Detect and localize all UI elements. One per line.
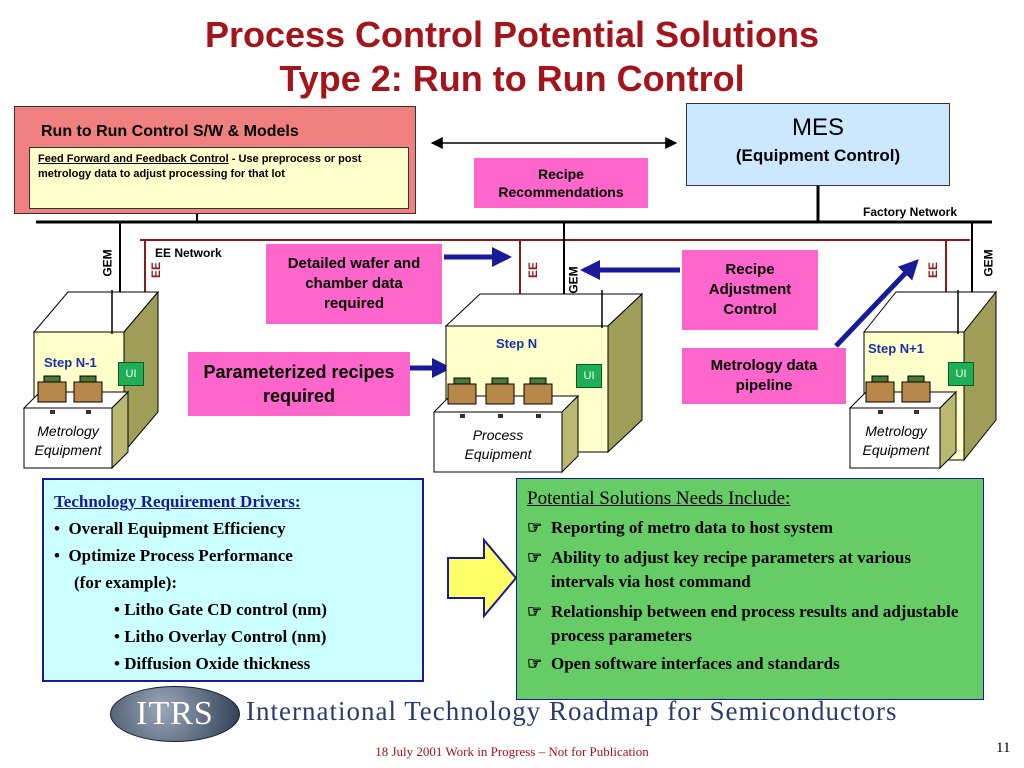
- r2r-heading: Run to Run Control S/W & Models: [41, 123, 299, 140]
- recipe-adjustment-box: Recipe Adjustment Control: [682, 250, 818, 330]
- itrs-logo: ITRS: [110, 686, 240, 742]
- page-number: 11: [996, 740, 1011, 756]
- pointing-hand-icon: ☞: [527, 654, 543, 673]
- step-n-1-equipment: [22, 290, 160, 470]
- ui-box-center: UI: [576, 364, 602, 388]
- ee-network-label: EE Network: [155, 246, 222, 260]
- step-n-plus-1-label: Step N+1: [868, 341, 924, 356]
- pointing-hand-icon: ☞: [527, 548, 543, 567]
- recipe-recommendations-box: Recipe Recommendations: [474, 158, 648, 208]
- footer-note: 18 July 2001 Work in Progress – Not for …: [375, 744, 649, 759]
- solutions-heading: Potential Solutions Needs Include:: [527, 488, 791, 509]
- drivers-panel: Technology Requirement Drivers: • Overal…: [42, 478, 424, 682]
- pointing-hand-icon: ☞: [527, 518, 543, 537]
- drivers-subitem-3: • Diffusion Oxide thickness: [114, 654, 311, 673]
- page-subtitle: Type 2: Run to Run Control: [279, 58, 745, 99]
- ee-label-right: EE: [926, 261, 941, 279]
- solutions-item-1: ☞Reporting of metro data to host system: [527, 516, 973, 540]
- metrology-equipment-label-right: Metrology Equipment: [862, 423, 930, 458]
- drivers-subitem-2: • Litho Overlay Control (nm): [114, 627, 327, 646]
- step-n-1-label: Step N-1: [44, 355, 97, 370]
- drivers-subitem-1: • Litho Gate CD control (nm): [114, 600, 327, 619]
- gem-label-right: GEM: [981, 249, 996, 277]
- process-equipment-label: Process Equipment: [464, 427, 532, 462]
- solutions-item-3: ☞Relationship between end process result…: [527, 600, 973, 648]
- parameterized-recipes-box: Parameterized recipes required: [188, 352, 410, 416]
- mes-panel: MES (Equipment Control): [686, 103, 950, 186]
- page-title: Process Control Potential Solutions: [204, 14, 820, 55]
- metrology-equipment-label-left: Metrology Equipment: [34, 423, 102, 458]
- r2r-desc-link: Feed Forward and Feedback Control: [38, 153, 229, 165]
- solutions-item-2: ☞Ability to adjust key recipe parameters…: [527, 546, 973, 594]
- gem-label-left: GEM: [100, 249, 115, 277]
- step-n-equipment: [432, 290, 644, 474]
- metrology-pipeline-box: Metrology data pipeline: [682, 348, 846, 404]
- mes-title: MES: [791, 114, 844, 141]
- r2r-panel: Run to Run Control S/W & Models Feed For…: [14, 106, 416, 214]
- r2r-description: Feed Forward and Feedback Control - Use …: [29, 147, 409, 209]
- step-n-label: Step N: [496, 336, 538, 351]
- drivers-item-1: • Overall Equipment Efficiency: [54, 519, 286, 538]
- solutions-panel: Potential Solutions Needs Include: ☞Repo…: [516, 478, 984, 700]
- ui-box-left: UI: [118, 362, 144, 386]
- drivers-item-3: (for example):: [74, 573, 178, 592]
- ee-label-left: EE: [149, 261, 164, 279]
- org-title: International Technology Roadmap for Sem…: [246, 696, 898, 726]
- metrology-pipeline-arrow: [834, 259, 919, 348]
- mes-subtitle: (Equipment Control): [735, 146, 901, 165]
- factory-network-label: Factory Network: [863, 205, 958, 219]
- drivers-item-2: • Optimize Process Performance: [54, 546, 293, 565]
- solutions-item-4: ☞Open software interfaces and standards: [527, 652, 973, 676]
- gem-label-center: GEM: [566, 266, 581, 294]
- block-arrow: [447, 537, 518, 619]
- detailed-wafer-box: Detailed wafer and chamber data required: [266, 244, 442, 324]
- ui-box-right: UI: [948, 362, 974, 386]
- step-n-plus-1-equipment: [848, 290, 998, 470]
- pointing-hand-icon: ☞: [527, 602, 543, 621]
- drivers-heading: Technology Requirement Drivers:: [54, 492, 301, 511]
- ee-label-center: EE: [526, 261, 541, 279]
- r2r-desc-rest: - Use preprocess or post metrology data …: [38, 153, 362, 180]
